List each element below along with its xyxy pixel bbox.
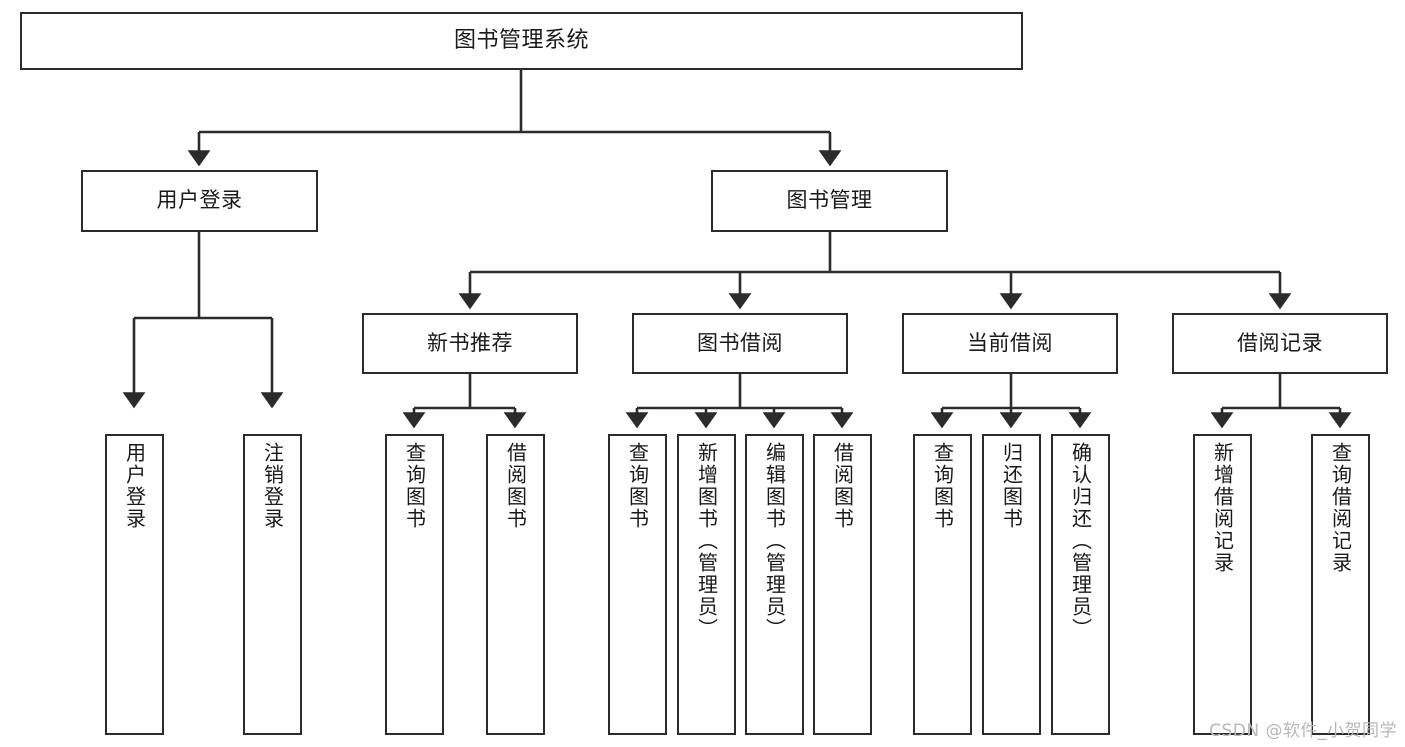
node-label: 借阅图书 [503, 442, 528, 530]
node-label: 查询借阅记录 [1328, 442, 1353, 574]
node-label: 用户登录 [122, 442, 147, 530]
node-user-login[interactable]: 用户登录 [81, 170, 318, 232]
leaf-confirm-return-admin[interactable]: 确认归还（管理员） [1051, 434, 1110, 735]
node-label: 查询图书 [930, 442, 955, 530]
node-label: 新书推荐 [427, 330, 513, 355]
node-label: 查询图书 [625, 442, 650, 530]
node-label: 新增借阅记录 [1210, 442, 1235, 574]
node-label: 编辑图书（管理员） [762, 442, 787, 640]
node-label: 用户登录 [156, 188, 243, 213]
leaf-user-login[interactable]: 用户登录 [105, 434, 164, 735]
leaf-add-borrow-record[interactable]: 新增借阅记录 [1193, 434, 1252, 735]
node-label: 注销登录 [260, 442, 285, 530]
leaf-borrow-book[interactable]: 借阅图书 [813, 434, 872, 735]
node-label: 新增图书（管理员） [694, 442, 719, 640]
node-book-borrow[interactable]: 图书借阅 [632, 313, 848, 374]
node-label: 归还图书 [999, 442, 1024, 530]
leaf-query-book-borrow[interactable]: 查询图书 [608, 434, 667, 735]
node-label: 查询图书 [402, 442, 427, 530]
node-book-management[interactable]: 图书管理 [711, 170, 948, 232]
node-label: 图书借阅 [697, 330, 783, 355]
node-label: 图书管理系统 [453, 27, 589, 53]
node-label: 当前借阅 [967, 330, 1053, 355]
node-label: 借阅记录 [1237, 330, 1323, 355]
node-label: 确认归还（管理员） [1068, 442, 1093, 640]
node-root-book-management-system[interactable]: 图书管理系统 [20, 12, 1023, 70]
node-current-borrow[interactable]: 当前借阅 [902, 313, 1118, 374]
watermark: CSDN @软件_小贺同学 [1209, 721, 1397, 741]
leaf-query-borrow-record[interactable]: 查询借阅记录 [1311, 434, 1370, 735]
node-label: 借阅图书 [830, 442, 855, 530]
leaf-query-book-new-rec[interactable]: 查询图书 [385, 434, 444, 735]
leaf-add-book-admin[interactable]: 新增图书（管理员） [677, 434, 736, 735]
leaf-query-book-current[interactable]: 查询图书 [913, 434, 972, 735]
leaf-edit-book-admin[interactable]: 编辑图书（管理员） [745, 434, 804, 735]
node-new-book-recommendation[interactable]: 新书推荐 [362, 313, 578, 374]
node-borrow-record[interactable]: 借阅记录 [1172, 313, 1388, 374]
leaf-user-logout[interactable]: 注销登录 [243, 434, 302, 735]
node-label: 图书管理 [786, 188, 873, 213]
leaf-return-book[interactable]: 归还图书 [982, 434, 1041, 735]
leaf-borrow-book-new-rec[interactable]: 借阅图书 [486, 434, 545, 735]
